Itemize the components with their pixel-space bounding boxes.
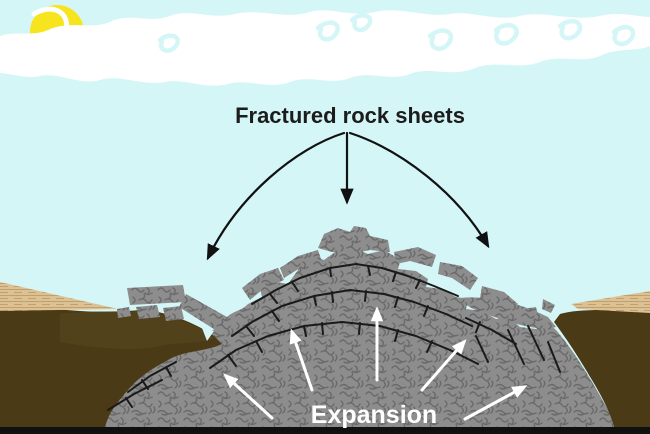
crown-slab: [242, 268, 284, 300]
expansion-arrows: [223, 306, 528, 421]
crack-lines: [107, 262, 561, 411]
crack-left-flank: [107, 361, 177, 411]
fractured-sheets: [117, 226, 556, 331]
left-soil-mound: [60, 311, 214, 349]
rock-fragment: [179, 294, 227, 331]
expansion-arrow: [223, 373, 274, 420]
rock-fragment: [127, 285, 186, 305]
fractured-rock-sheets-label: Fractured rock sheets: [235, 103, 465, 128]
rock-fragment: [136, 305, 160, 319]
crown-slab: [318, 226, 390, 254]
crack-band-lower: [209, 321, 479, 369]
ground-line: [0, 427, 650, 434]
right-sand-layer: [571, 291, 650, 313]
rock-fragment: [522, 307, 539, 321]
sky-gap-notch: [202, 328, 214, 341]
label-arrow-left: [206, 131, 346, 261]
cloud-body: [0, 10, 650, 86]
crown-slab: [280, 250, 322, 278]
crown-slab: [438, 262, 478, 290]
expansion-arrow: [463, 385, 528, 421]
right-soil: [554, 310, 650, 434]
rock-fragment: [542, 299, 555, 313]
crack-right-flank: [465, 317, 561, 373]
rock-fragment: [163, 306, 184, 321]
cloud-icon: [0, 6, 650, 86]
expansion-label: Expansion: [311, 401, 437, 429]
cloud-swirl: [157, 13, 636, 53]
label-arrow-right: [348, 131, 490, 249]
crack-band-upper: [251, 262, 459, 305]
crack-band-middle: [231, 289, 473, 337]
cloud-wisp-over-sun: [31, 6, 70, 49]
left-sand-layer: [0, 282, 118, 311]
curved-sheet: [460, 297, 556, 329]
expansion-arrow: [289, 328, 314, 392]
crown-slab: [394, 247, 436, 267]
expansion-arrow: [420, 339, 467, 392]
rock-fragment: [117, 307, 131, 318]
label-arrows: [206, 131, 490, 261]
